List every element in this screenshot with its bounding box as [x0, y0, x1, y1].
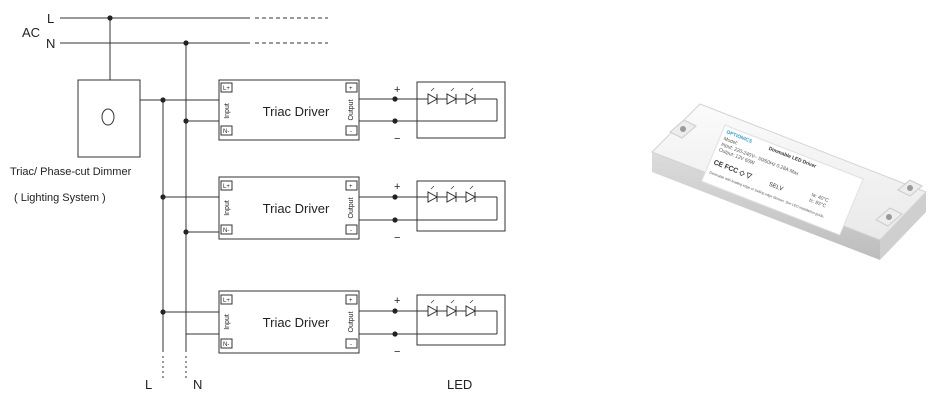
neutral-label-top: N	[46, 36, 55, 51]
product-model-line: Model:	[722, 136, 738, 147]
driver-1-minus-sign: −	[394, 133, 400, 145]
driver-unit-1: L+ N- + - Input Output Triac Driver + −	[163, 79, 417, 145]
line-label-top: L	[47, 11, 54, 26]
led-driver-product-image: OPTIONICS Dimmable LED Driver Model: Inp…	[651, 103, 927, 260]
dimmer-system-label: ( Lighting System )	[14, 192, 106, 204]
dimmer-name: Triac/ Phase-cut Dimmer	[10, 166, 132, 178]
driver-3-n-port: N-	[223, 342, 229, 348]
driver-2-l-port: L+	[223, 184, 230, 190]
neutral-label-bottom: N	[193, 377, 202, 392]
driver-2-input-label: Input	[224, 200, 231, 216]
driver-2-minus-sign: −	[394, 232, 400, 244]
driver-3-plus-port: +	[349, 298, 353, 304]
driver-3-minus-sign: −	[394, 346, 400, 358]
product-cert: SELV	[768, 182, 784, 193]
line-label-bottom: L	[145, 377, 152, 392]
driver-2-plus-port: +	[349, 184, 353, 190]
driver-3-minus-port: -	[350, 342, 352, 348]
driver-1-plus-sign: +	[394, 84, 400, 96]
ac-label: AC	[22, 25, 40, 40]
driver-2-title: Triac Driver	[263, 201, 330, 216]
driver-2-n-port: N-	[223, 228, 229, 234]
led-label: LED	[447, 377, 472, 392]
junction-dots	[107, 15, 189, 315]
driver-1-minus-port: -	[350, 129, 352, 135]
dimmer-knob-icon	[101, 108, 115, 126]
led-string-2	[416, 180, 506, 232]
driver-3-title: Triac Driver	[263, 315, 330, 330]
driver-unit-3: L+ N- + - Input Output Triac Driver + −	[163, 290, 417, 358]
driver-unit-2: L+ N- + - Input Output Triac Driver + −	[163, 176, 417, 244]
led-string-3	[416, 294, 506, 346]
driver-3-plus-sign: +	[394, 295, 400, 307]
driver-1-plus-port: +	[349, 86, 353, 92]
driver-1-input-label: Input	[224, 103, 231, 119]
driver-2-plus-sign: +	[394, 181, 400, 193]
driver-1-l-port: L+	[223, 86, 230, 92]
led-string-1	[416, 81, 506, 139]
driver-1-title: Triac Driver	[263, 104, 330, 119]
driver-3-output-label: Output	[348, 311, 355, 332]
driver-3-l-port: L+	[223, 298, 230, 304]
driver-2-minus-port: -	[350, 228, 352, 234]
driver-3-input-label: Input	[224, 314, 231, 330]
driver-1-output-label: Output	[348, 99, 355, 120]
driver-2-output-label: Output	[348, 197, 355, 218]
driver-1-n-port: N-	[223, 129, 229, 135]
